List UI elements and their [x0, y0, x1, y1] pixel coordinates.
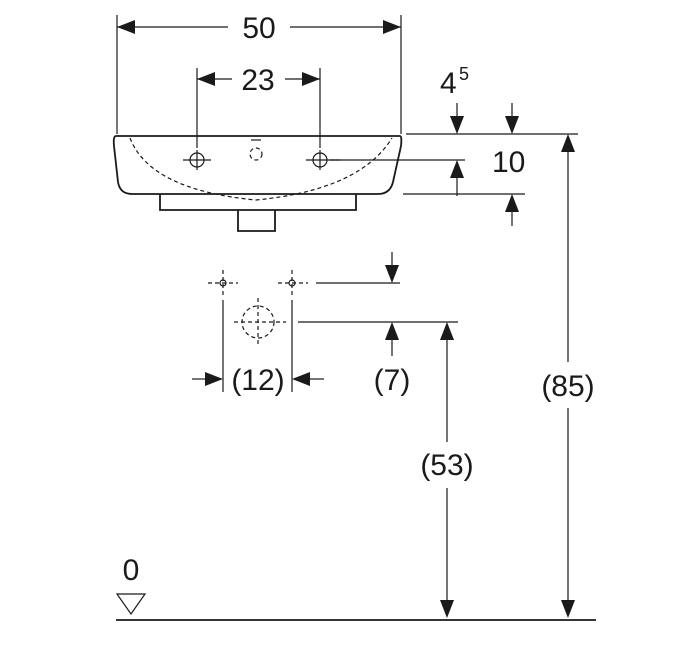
- dimension-supply-spacing: (12): [192, 300, 324, 397]
- supply-to-drain-label: (7): [374, 364, 411, 397]
- supply-connection-right: [278, 270, 308, 296]
- drain-connection: [234, 298, 286, 344]
- dimension-rim-height: (85): [541, 134, 595, 618]
- rim-offset-label: 4: [440, 67, 457, 100]
- drain-height-label: (53): [420, 449, 473, 482]
- rim-offset-superscript: 5: [459, 64, 469, 84]
- dimension-overall-width: 50: [116, 12, 402, 134]
- supply-connection-left: [208, 270, 238, 296]
- dimension-basin-depth: 10: [330, 146, 525, 226]
- washbasin-outline: [112, 135, 403, 232]
- dimension-supply-to-drain: (7): [298, 252, 458, 397]
- dimension-rim-offset: 4 5: [406, 64, 578, 135]
- supply-spacing-label: (12): [231, 364, 284, 397]
- floor-level-marker: 0: [115, 554, 596, 621]
- overall-width-label: 50: [242, 12, 275, 45]
- rim-height-label: (85): [541, 370, 594, 403]
- floor-level-label: 0: [123, 554, 140, 587]
- tap-hole-spacing-label: 23: [241, 64, 274, 97]
- dimension-tap-hole-spacing: 23: [196, 64, 321, 148]
- dimension-drain-height: (53): [420, 322, 474, 618]
- basin-depth-label: 10: [492, 146, 525, 179]
- tap-hole-left: [183, 150, 211, 170]
